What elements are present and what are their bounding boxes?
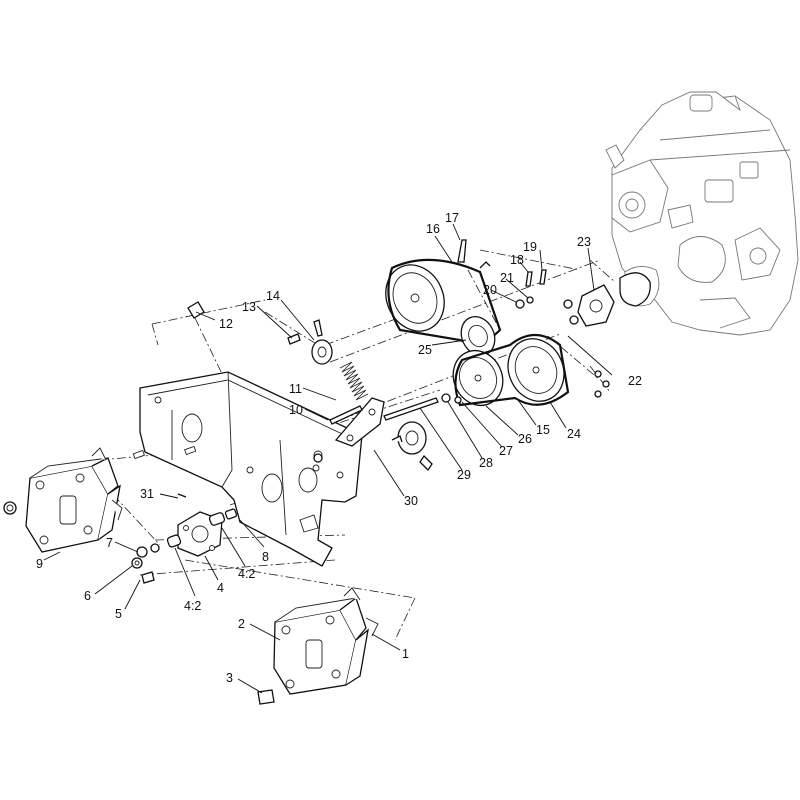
callout-22: 22 bbox=[628, 374, 642, 388]
callout-labels: 1 2 3 4 4:2 4:2 5 6 7 8 9 10 11 12 13 14… bbox=[36, 211, 642, 685]
callout-29: 29 bbox=[457, 468, 471, 482]
callout-24: 24 bbox=[567, 427, 581, 441]
callout-20: 20 bbox=[483, 283, 497, 297]
mounting-frame bbox=[132, 371, 363, 567]
engine-assembly bbox=[605, 91, 799, 336]
hydraulic-pump-bottom bbox=[257, 587, 379, 705]
callout-12: 12 bbox=[219, 317, 233, 331]
callout-31: 31 bbox=[140, 487, 154, 501]
callout-9: 9 bbox=[36, 557, 43, 571]
callout-16: 16 bbox=[426, 222, 440, 236]
callout-18: 18 bbox=[510, 253, 524, 267]
callout-14: 14 bbox=[266, 289, 280, 303]
callout-28: 28 bbox=[479, 456, 493, 470]
callout-11: 11 bbox=[289, 382, 302, 396]
callout-8: 8 bbox=[262, 550, 269, 564]
callout-13: 13 bbox=[242, 300, 256, 314]
callout-2: 2 bbox=[238, 617, 245, 631]
callout-21: 21 bbox=[500, 271, 514, 285]
callout-15: 15 bbox=[536, 423, 550, 437]
callout-4-2b: 4:2 bbox=[184, 599, 201, 613]
idler-arm-assembly bbox=[187, 301, 433, 472]
callout-5: 5 bbox=[115, 607, 122, 621]
callout-10: 10 bbox=[289, 403, 303, 417]
callout-3: 3 bbox=[226, 671, 233, 685]
pump-flange-parts bbox=[131, 493, 238, 584]
callout-6: 6 bbox=[84, 589, 91, 603]
callout-1: 1 bbox=[402, 647, 409, 661]
hydraulic-pump-left bbox=[3, 447, 123, 553]
callout-23: 23 bbox=[577, 235, 591, 249]
callout-4: 4 bbox=[217, 581, 224, 595]
callout-19: 19 bbox=[523, 240, 537, 254]
callout-leaders bbox=[43, 223, 613, 694]
callout-27: 27 bbox=[499, 444, 513, 458]
callout-17: 17 bbox=[445, 211, 459, 225]
callout-4-2a: 4:2 bbox=[238, 567, 255, 581]
callout-26: 26 bbox=[518, 432, 532, 446]
callout-7: 7 bbox=[106, 536, 113, 550]
pulley-belt-group bbox=[383, 239, 651, 421]
callout-30: 30 bbox=[404, 494, 418, 508]
callout-25: 25 bbox=[418, 343, 432, 357]
